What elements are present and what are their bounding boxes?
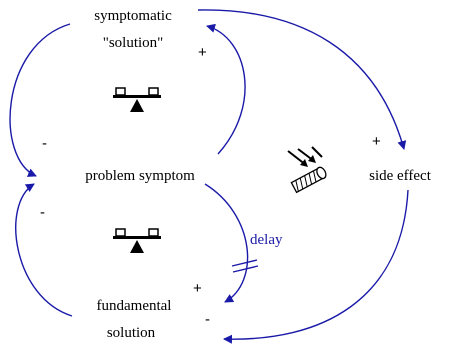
links bbox=[9, 9, 409, 344]
polarity-problem-to-symptomatic: + bbox=[198, 44, 207, 61]
node-fundamental-solution-line2: solution bbox=[107, 325, 156, 341]
polarity-problem-to-fundamental: + bbox=[193, 280, 202, 297]
link-problem-to-fundamental bbox=[204, 183, 249, 303]
link-labels: - + + - + - delay bbox=[40, 44, 381, 328]
link-symptomatic-to-problem bbox=[9, 23, 71, 177]
variables: symptomatic "solution" problem symptom s… bbox=[85, 8, 432, 341]
polarity-symptomatic-to-problem: - bbox=[42, 135, 47, 152]
node-problem-symptom: problem symptom bbox=[85, 168, 195, 184]
delay-mark-1 bbox=[231, 259, 258, 267]
balance-scale-icon bbox=[113, 87, 161, 112]
link-symptomatic-to-side-effect bbox=[197, 9, 407, 150]
node-symptomatic-solution-line2: "solution" bbox=[103, 35, 164, 51]
polarity-side-effect-to-fundamental: - bbox=[205, 311, 210, 328]
balance-scale-icon bbox=[113, 228, 161, 253]
link-fundamental-to-problem bbox=[15, 183, 73, 317]
polarity-symptomatic-to-side-effect: + bbox=[372, 133, 381, 150]
node-symptomatic-solution-line1: symptomatic bbox=[94, 8, 172, 24]
link-problem-to-symptomatic bbox=[206, 23, 246, 155]
delay-mark-2 bbox=[232, 265, 259, 273]
delay-label: delay bbox=[250, 232, 283, 248]
node-fundamental-solution-line1: fundamental bbox=[97, 298, 172, 314]
broken-wall-arrows-icon bbox=[287, 146, 327, 194]
node-side-effect: side effect bbox=[369, 168, 432, 184]
polarity-fundamental-to-problem: - bbox=[40, 204, 45, 221]
link-side-effect-to-fundamental bbox=[223, 189, 409, 344]
